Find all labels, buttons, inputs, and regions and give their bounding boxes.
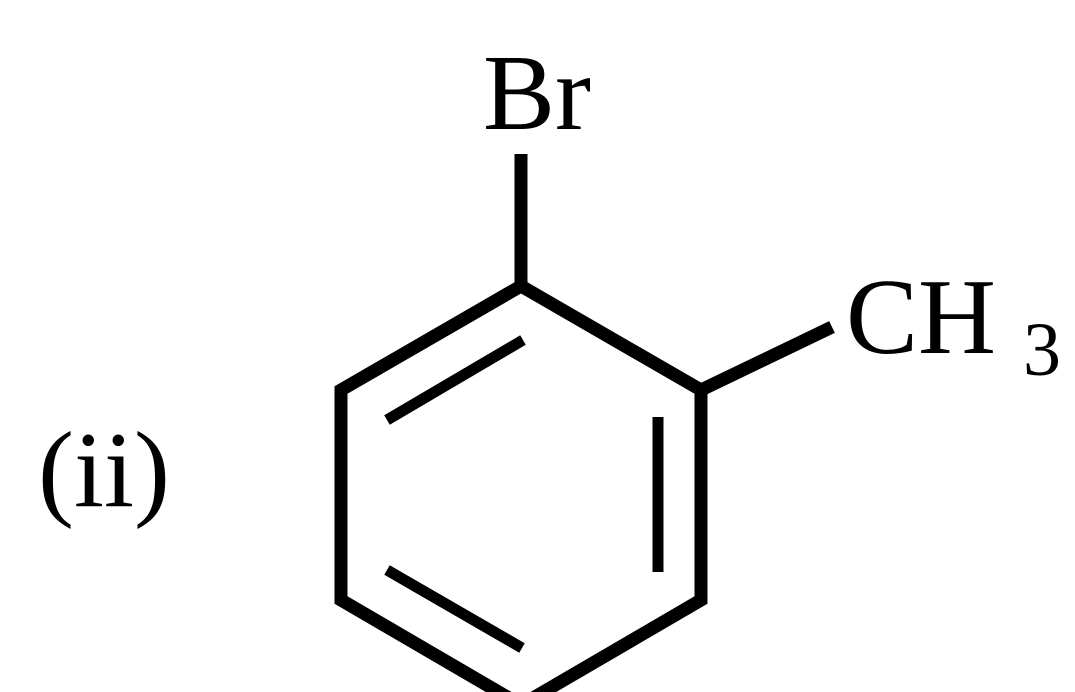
item-label: (ii) (38, 411, 170, 530)
double-bond-lower-left (384, 565, 525, 653)
methyl-bond (698, 321, 835, 396)
double-bond-upper-left (384, 335, 526, 425)
benzene-ring (334, 280, 708, 692)
bromine-label: Br (483, 34, 591, 153)
methyl-label-subscript: 3 (1023, 308, 1061, 392)
methyl-label-main: CH (846, 258, 996, 377)
methyl-label: CH 3 (846, 258, 1061, 392)
